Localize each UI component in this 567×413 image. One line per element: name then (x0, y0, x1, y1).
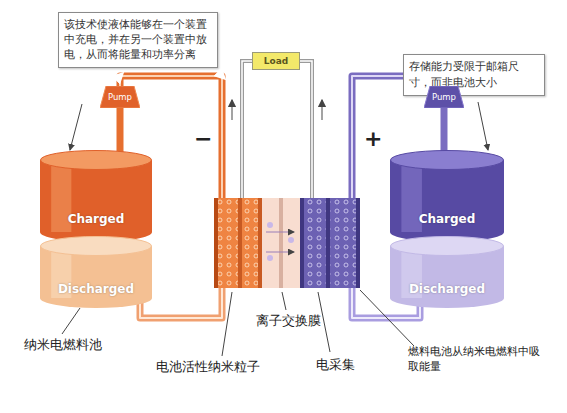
tank-top (391, 151, 504, 170)
tank-body (390, 160, 504, 242)
node-label: Pump (108, 92, 132, 102)
tank-shape (40, 236, 152, 308)
part-label: 离子交换膜 (256, 312, 346, 330)
callout-box: 该技术使液体能够在一个装置中充电，并在另一个装置中放电，从而将能量和功率分离 (58, 12, 218, 68)
discharged-tank: Discharged (40, 236, 152, 308)
callout-text: 该技术使液体能够在一个装置中充电，并在另一个装置中放电，从而将能量和功率分离 (64, 17, 212, 63)
part-label: 电采集 (316, 356, 386, 374)
tank-shape (40, 150, 152, 242)
node-label: Charged (419, 212, 476, 226)
node-label: Discharged (409, 282, 485, 296)
part-label: + (364, 124, 388, 155)
callout-box: 存储能力受限于邮箱尺寸，而非电池大小 (403, 54, 545, 96)
pump: Pump (100, 86, 140, 108)
discharged-tank: Discharged (390, 236, 504, 308)
tank-body (40, 160, 152, 242)
pump-body (100, 86, 140, 108)
part-label: 纳米电燃料池 (24, 336, 134, 354)
cell-stack (214, 198, 360, 288)
node-label: Load (264, 56, 288, 66)
callout-text: 存储能力受限于邮箱尺寸，而非电池大小 (409, 59, 539, 91)
charged-tank: Charged (390, 150, 504, 242)
node-label: Pump (432, 92, 456, 102)
tank-shape (390, 236, 504, 308)
charged-tank: Charged (40, 150, 152, 242)
part-label: − (194, 124, 218, 155)
load-wire (232, 61, 322, 200)
node-label: Discharged (58, 282, 134, 296)
tank-top (41, 237, 152, 256)
tank-top (41, 151, 152, 170)
node-label: Charged (68, 212, 125, 226)
pump-body (424, 86, 464, 108)
tank-shape (390, 150, 504, 242)
pump: Pump (424, 86, 464, 108)
part-label: 燃料电池从纳米电燃料中吸取能量 (408, 344, 550, 375)
part-label: 电池活性纳米粒子 (156, 358, 286, 376)
tank-top (391, 237, 504, 256)
load-box: Load (252, 52, 300, 70)
